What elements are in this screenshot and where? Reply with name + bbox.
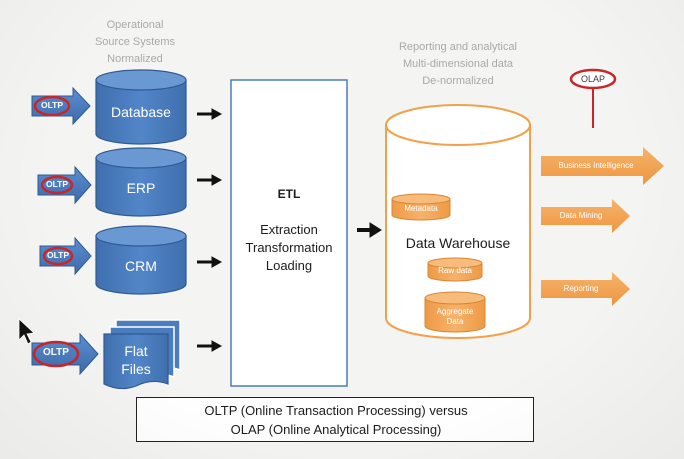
etl-step-extraction: Extraction bbox=[260, 222, 318, 237]
aggregate-data-cylinder bbox=[424, 291, 486, 333]
raw-data-label: Raw data bbox=[438, 266, 472, 275]
oltp-label-flat-files: OLTP bbox=[43, 347, 69, 358]
olap-marker bbox=[569, 68, 617, 128]
flat-files-line-2: Files bbox=[121, 361, 151, 377]
output-label-reporting: Reporting bbox=[563, 284, 599, 293]
output-arrow-business-intelligence bbox=[541, 147, 664, 185]
flat-files-line-1: Flat bbox=[124, 343, 148, 359]
output-label-business-intelligence: Business Intelligence bbox=[558, 161, 634, 170]
output-label-data-mining: Data Mining bbox=[559, 211, 603, 220]
olap-label: OLAP bbox=[580, 74, 605, 84]
etl-title: ETL bbox=[277, 187, 301, 201]
etl-box bbox=[230, 79, 348, 387]
etl-step-loading: Loading bbox=[265, 258, 313, 273]
raw-data-cylinder bbox=[427, 257, 483, 282]
oltp-label-erp: OLTP bbox=[45, 179, 69, 189]
erp-label: ERP bbox=[126, 180, 156, 196]
output-arrow-reporting bbox=[541, 272, 630, 306]
database-label: Database bbox=[111, 104, 171, 120]
output-arrow-data-mining bbox=[541, 199, 630, 233]
etl-to-warehouse-arrow bbox=[357, 222, 382, 238]
flat-files-stack bbox=[103, 319, 181, 390]
oltp-arrow-database bbox=[31, 86, 91, 126]
metadata-cylinder bbox=[391, 193, 451, 221]
oltp-arrow-crm bbox=[39, 236, 92, 276]
reporting-header: Reporting and analytical Multi-dimension… bbox=[378, 39, 538, 90]
oltp-label-crm: OLTP bbox=[46, 250, 70, 260]
metadata-label: Metadata bbox=[404, 204, 438, 213]
flat-files-label: Flat Files bbox=[104, 342, 168, 378]
caption-line-1: OLTP (Online Transaction Processing) ver… bbox=[204, 403, 468, 418]
caption-line-2: OLAP (Online Analytical Processing) bbox=[230, 422, 442, 437]
caption-box: OLTP (Online Transaction Processing) ver… bbox=[136, 397, 534, 442]
reporting-header-line-2: Multi-dimensional data bbox=[402, 58, 514, 70]
data-warehouse-title: Data Warehouse bbox=[405, 235, 511, 251]
data-warehouse-cylinder bbox=[385, 104, 531, 339]
source-header-line-3: Normalized bbox=[107, 53, 163, 65]
aggregate-line-1: Aggregate bbox=[436, 307, 474, 316]
crm-cylinder bbox=[95, 225, 187, 295]
etl-steps: Extraction Transformation Loading bbox=[231, 221, 347, 275]
source-header-line-1: Operational bbox=[106, 19, 164, 31]
aggregate-data-label: Aggregate Data bbox=[425, 307, 485, 327]
reporting-header-line-3: De-normalized bbox=[422, 75, 494, 87]
reporting-header-line-1: Reporting and analytical bbox=[398, 41, 518, 53]
oltp-arrow-flat-files bbox=[31, 332, 99, 376]
erp-cylinder bbox=[95, 147, 187, 217]
mouse-cursor-icon bbox=[18, 318, 35, 345]
aggregate-line-2: Data bbox=[446, 317, 464, 326]
etl-step-transformation: Transformation bbox=[245, 240, 333, 255]
oltp-label-database: OLTP bbox=[40, 100, 64, 110]
crm-label: CRM bbox=[125, 258, 157, 274]
database-cylinder bbox=[95, 69, 187, 145]
oltp-arrow-erp bbox=[37, 165, 92, 205]
source-header-line-2: Source Systems bbox=[94, 36, 176, 48]
source-to-etl-arrows bbox=[197, 108, 223, 352]
source-header: Operational Source Systems Normalized bbox=[70, 17, 200, 68]
